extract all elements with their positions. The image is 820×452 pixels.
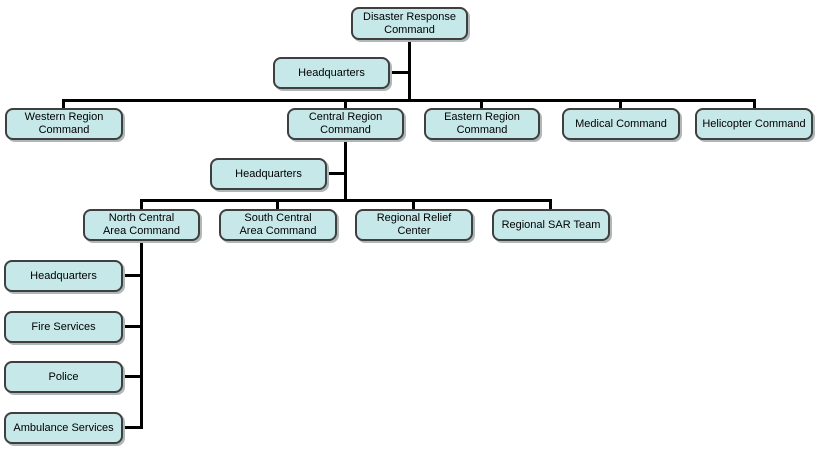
connector-stub-eastern [480,99,483,109]
connector-bar-level2 [62,99,756,102]
connector-stub-central [344,99,347,109]
connector-stub-sar [549,199,552,210]
connector-stub-western [62,99,65,109]
node-disaster-response-command: Disaster Response Command [351,7,468,40]
node-central-region-command: Central Region Command [287,108,404,140]
connector-stub-hq-top [388,71,410,74]
connector-bar-level3 [140,199,552,202]
node-headquarters-north: Headquarters [4,260,123,292]
connector-trunk-root [408,39,411,101]
node-north-central-area-command: North Central Area Command [83,209,200,241]
connector-stub-police [122,375,142,378]
connector-stub-hq-central [325,172,346,175]
node-eastern-region-command: Eastern Region Command [424,108,540,140]
node-helicopter-command: Helicopter Command [695,108,813,140]
connector-stub-north-central [140,199,143,210]
connector-stub-fire [122,325,142,328]
node-headquarters-central: Headquarters [210,158,327,190]
node-medical-command: Medical Command [562,108,680,140]
node-police: Police [4,361,123,393]
node-headquarters-top: Headquarters [273,57,390,89]
connector-trunk-north-central [140,240,143,429]
connector-stub-south-central [276,199,279,210]
node-south-central-area-command: South Central Area Command [219,209,337,241]
connector-stub-relief [412,199,415,210]
node-regional-sar-team: Regional SAR Team [492,209,610,241]
connector-stub-helicopter [753,99,756,109]
node-regional-relief-center: Regional Relief Center [355,209,473,241]
connector-stub-medical [619,99,622,109]
connector-trunk-central [344,139,347,201]
connector-stub-hq-north [122,274,142,277]
node-western-region-command: Western Region Command [5,108,123,140]
node-ambulance-services: Ambulance Services [4,412,123,444]
connector-stub-ambulance [122,426,142,429]
node-fire-services: Fire Services [4,311,123,343]
